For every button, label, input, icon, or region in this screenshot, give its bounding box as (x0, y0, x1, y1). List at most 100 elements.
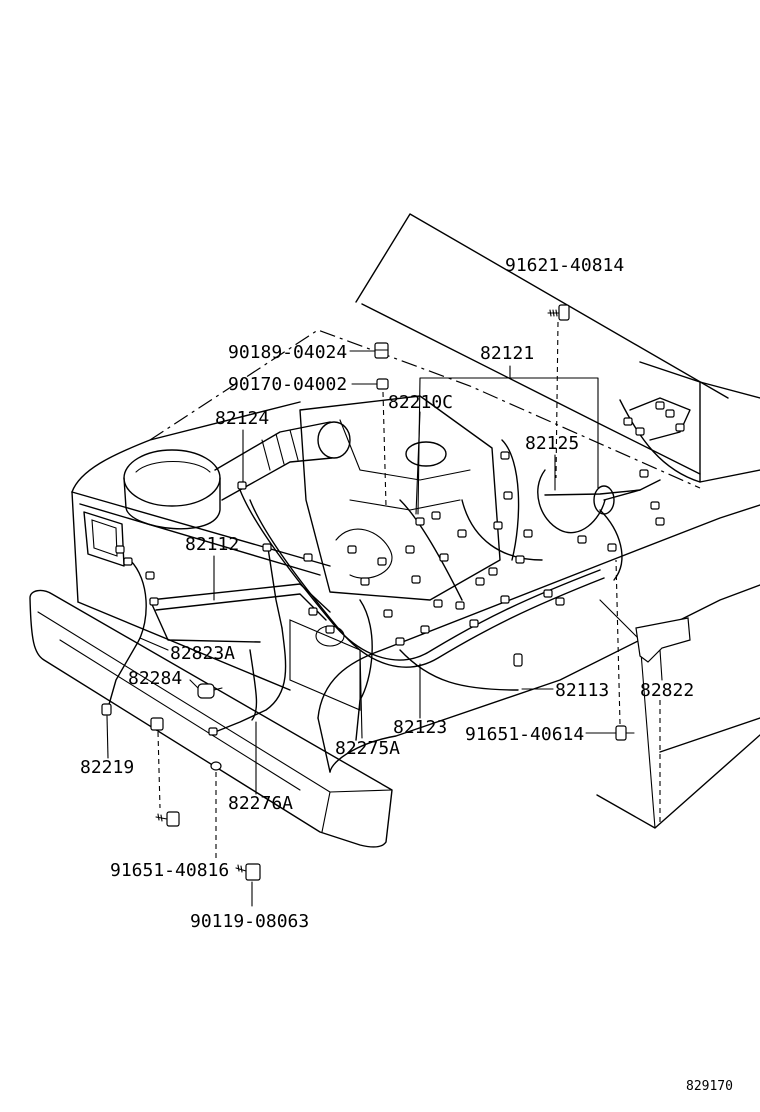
leader-line (415, 411, 421, 515)
harness-connector (123, 557, 133, 566)
harness-wire (355, 599, 373, 741)
part-number-label: 90119-08063 (190, 911, 309, 932)
harness-connector (377, 557, 387, 566)
harness-wire (155, 593, 327, 621)
harness-wire (399, 649, 519, 691)
harness-wire (629, 397, 691, 441)
air-cleaner-body (123, 477, 221, 530)
fender-bottom (329, 584, 760, 773)
fastener-parts (101, 304, 691, 881)
callout-labels: 91621-40814 82121 90189-04024 90170-0400… (80, 255, 733, 1094)
harness-connector (405, 545, 415, 554)
clip-icon (197, 683, 223, 699)
harness-wire (603, 479, 661, 501)
harness-grommet (593, 485, 615, 515)
bumper-lower-line (59, 639, 301, 791)
part-number-label: 82210C (388, 392, 453, 413)
grille-bottom (77, 601, 291, 691)
harness-connector (439, 553, 449, 562)
harness-connector (455, 601, 465, 610)
harness-connector (420, 625, 430, 634)
part-number-label: 82822 (640, 680, 694, 701)
part-number-label: 82121 (480, 343, 534, 364)
connector-icon (101, 703, 112, 716)
harness-connector (523, 529, 533, 538)
harness-connector (145, 571, 155, 580)
harness-connector (543, 589, 553, 598)
leader-line (417, 365, 599, 515)
windshield-frame (639, 361, 760, 483)
bolt-icon (235, 863, 261, 881)
harness-connector (500, 595, 510, 604)
hood-edge (355, 213, 729, 399)
leader-line (139, 637, 169, 651)
intake-hose-ribs (261, 429, 299, 471)
bumper-inner-line (37, 611, 393, 833)
harness-connector (639, 469, 649, 478)
harness-wire (461, 499, 543, 561)
harness-connector (383, 609, 393, 618)
harness-connector (262, 543, 272, 552)
harness-connector (607, 543, 617, 552)
harness-connector (655, 517, 665, 526)
harness-connector (555, 597, 565, 606)
leader-line (382, 391, 387, 507)
harness-wire (399, 499, 463, 601)
harness-wire (249, 499, 605, 668)
radiator-support (289, 619, 361, 711)
part-number-label: 90170-04002 (228, 374, 347, 395)
harness-wire (239, 489, 601, 661)
harness-connector (347, 545, 357, 554)
grille-inner (79, 503, 321, 576)
harness-connector (655, 401, 665, 410)
harness-connector (457, 529, 467, 538)
part-number-label: 82113 (555, 680, 609, 701)
harness-connector (411, 575, 421, 584)
harness-connector (395, 637, 405, 646)
engine-components (123, 395, 501, 711)
engine-cover-detail (339, 419, 471, 511)
nut-icon (376, 378, 389, 390)
harness-wire (249, 649, 258, 721)
grille-top (71, 491, 331, 567)
harness-connector (665, 409, 675, 418)
oil-filler-cap (405, 441, 447, 467)
harness-connector (675, 423, 685, 432)
harness-connector (469, 619, 479, 628)
part-number-label: 82823A (170, 643, 235, 664)
part-number-label: 82284 (128, 668, 182, 689)
leader-line (157, 731, 161, 809)
leader-line (189, 679, 199, 689)
harness-connector (237, 481, 247, 490)
harness-connector (303, 553, 313, 562)
part-number-label: 82124 (215, 408, 269, 429)
part-number-label: 91651-40816 (110, 860, 229, 881)
front-body-top (71, 401, 301, 493)
front-bumper (29, 589, 393, 848)
harness-wire (544, 489, 641, 496)
bracket-icon (635, 617, 691, 663)
leader-line (555, 321, 559, 479)
grommet-icon (210, 761, 222, 771)
harness-connector (433, 599, 443, 608)
harness-wire (149, 599, 261, 643)
harness-connector (515, 555, 525, 564)
clamp-icon (150, 717, 164, 731)
grille-left-edge (71, 491, 79, 603)
harness-connector (415, 517, 425, 526)
part-number-label: 82219 (80, 757, 134, 778)
harness-connectors (115, 401, 685, 736)
vehicle-body-outline (29, 213, 760, 848)
part-number-label: 91651-40614 (465, 724, 584, 745)
wire-harness (107, 397, 701, 741)
air-cleaner-rim (135, 460, 211, 473)
harness-connector (488, 567, 498, 576)
leader-line (615, 559, 621, 725)
harness-connector (475, 577, 485, 586)
harness-wire (214, 627, 287, 733)
part-number-label: 82123 (393, 717, 447, 738)
leader-lines (106, 321, 663, 907)
fender-top (317, 504, 760, 719)
leader-line (659, 649, 663, 681)
